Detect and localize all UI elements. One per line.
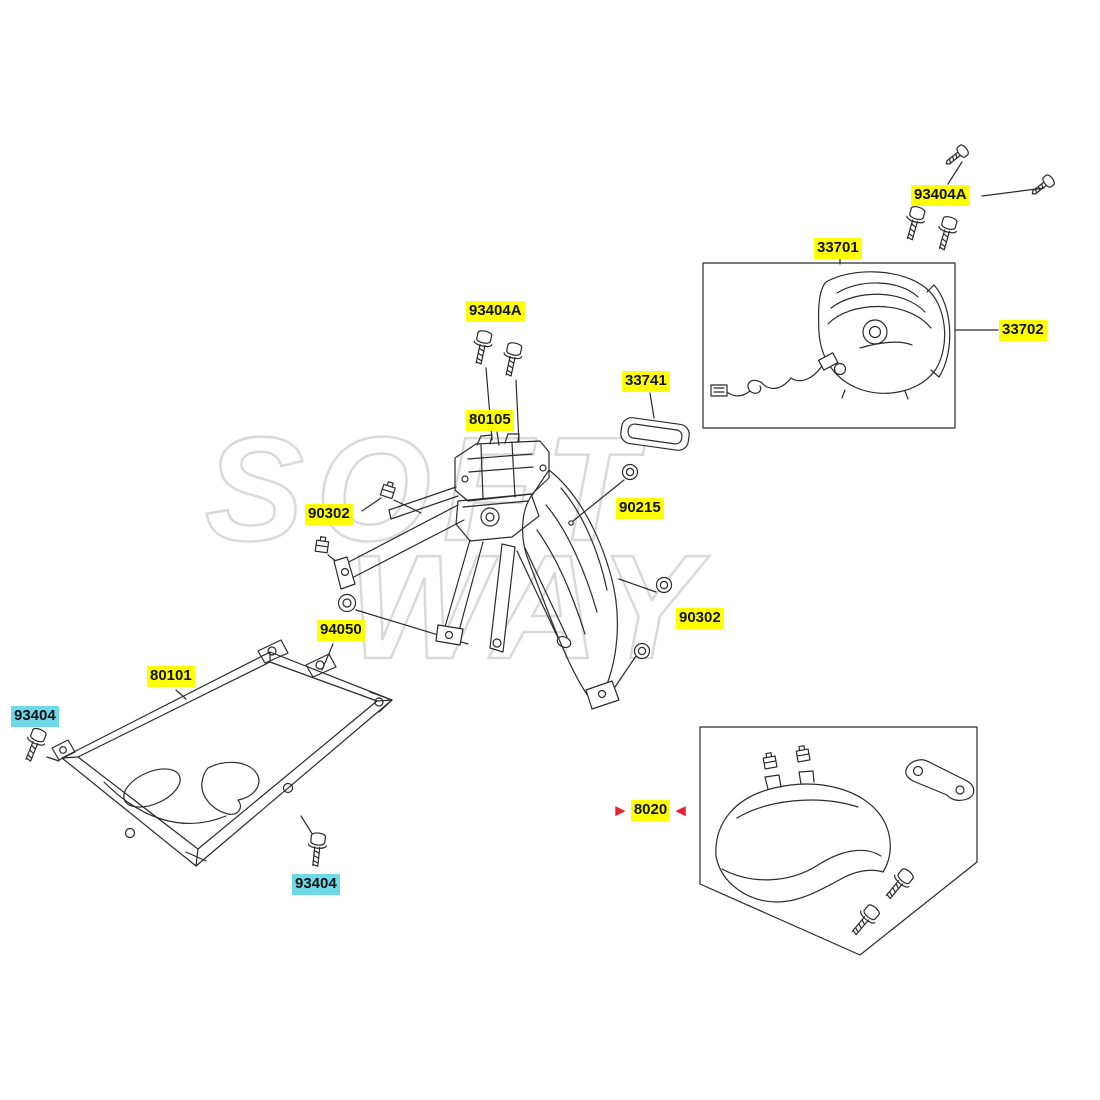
- part-label-93404A-3[interactable]: 93404A: [466, 301, 525, 322]
- watermark: SOFT WAY: [204, 406, 710, 692]
- selected-arrow-left-icon: ►: [612, 800, 629, 820]
- taillight-wiring: [710, 352, 847, 397]
- part-label-8020-13[interactable]: ►8020◄: [612, 800, 689, 821]
- part-label-90302-8[interactable]: 90302: [676, 608, 724, 629]
- part-label-33741-4[interactable]: 33741: [622, 371, 670, 392]
- taillight-box: [702, 262, 956, 429]
- watermark-line2: WAY: [348, 525, 710, 690]
- rear-fender-box: [699, 726, 978, 956]
- selected-arrow-right-icon: ◄: [672, 800, 690, 820]
- reflector-33741: [620, 417, 690, 451]
- battery-tray-80101: [51, 639, 393, 867]
- part-label-80101-10[interactable]: 80101: [147, 666, 195, 687]
- part-label-93404-12[interactable]: 93404: [292, 874, 340, 895]
- selected-part-number: 8020: [630, 800, 671, 821]
- rear-fender-8020: [715, 770, 891, 903]
- part-label-33701-1[interactable]: 33701: [814, 238, 862, 259]
- part-label-94050-9[interactable]: 94050: [317, 620, 365, 641]
- part-label-93404A-0[interactable]: 93404A: [911, 185, 970, 206]
- part-label-33702-2[interactable]: 33702: [999, 320, 1047, 341]
- taillight-unit: [817, 271, 951, 400]
- rear-bracket-assembly-80105: [333, 433, 620, 710]
- part-label-90215-6[interactable]: 90215: [616, 498, 664, 519]
- part-label-90302-7[interactable]: 90302: [305, 504, 353, 525]
- part-label-80105-5[interactable]: 80105: [466, 410, 514, 431]
- part-label-93404-11[interactable]: 93404: [11, 706, 59, 727]
- fender-stay-bracket: [905, 759, 975, 801]
- watermark-line1: SOFT: [205, 407, 648, 572]
